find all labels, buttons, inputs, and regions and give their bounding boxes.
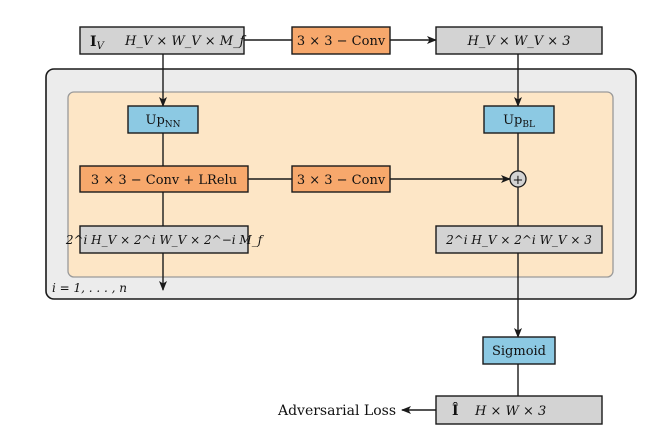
feat-out-label: 2^i H_V × 2^i W_V × 2^−i M_f [65, 233, 265, 247]
output-node: Î H × W × 3 [435, 395, 603, 425]
conv-mid-node: 3 × 3 − Conv [291, 165, 391, 193]
input-dims: H_V × W_V × M_f [124, 34, 247, 49]
up-nn-node: UpNN [127, 105, 199, 134]
up-nn-sub: NN [165, 120, 181, 130]
up-bl-sub: BL [522, 120, 535, 130]
input-name: I [90, 34, 97, 50]
conv-mid-label: 3 × 3 − Conv [297, 173, 386, 188]
svg-text:UpBL: UpBL [503, 113, 535, 130]
up-bl-node: UpBL [483, 105, 555, 134]
sigmoid-label: Sigmoid [492, 344, 546, 359]
add-symbol: + [513, 173, 524, 188]
svg-text:UpNN: UpNN [145, 113, 180, 130]
sigmoid-node: Sigmoid [482, 336, 556, 365]
rgb-out-label: 2^i H_V × 2^i W_V × 3 [445, 233, 592, 247]
loop-label: i = 1, . . . , n [52, 281, 127, 295]
rgb-top-label: H_V × W_V × 3 [466, 34, 570, 49]
adversarial-loss-label: Adversarial Loss [277, 403, 396, 419]
feat-out-node: 2^i H_V × 2^i W_V × 2^−i M_f [65, 225, 265, 254]
rgb-top-node: H_V × W_V × 3 [435, 26, 603, 55]
connections [159, 36, 522, 414]
up-bl-base: Up [503, 113, 522, 128]
up-nn-base: Up [145, 113, 164, 128]
conv-lrelu-label: 3 × 3 − Conv + LRelu [91, 173, 237, 188]
output-dims: H × W × 3 [474, 404, 546, 419]
conv-top-label: 3 × 3 − Conv [297, 34, 386, 49]
add-node: + [509, 170, 527, 188]
input-sub: V [97, 41, 106, 52]
output-name: Î [452, 401, 459, 419]
conv-top-node: 3 × 3 − Conv [291, 26, 391, 55]
rgb-out-node: 2^i H_V × 2^i W_V × 3 [435, 225, 603, 254]
svg-text:IV: IV [90, 34, 106, 52]
conv-lrelu-node: 3 × 3 − Conv + LRelu [79, 165, 249, 193]
input-node: IV H_V × W_V × M_f [79, 26, 247, 55]
